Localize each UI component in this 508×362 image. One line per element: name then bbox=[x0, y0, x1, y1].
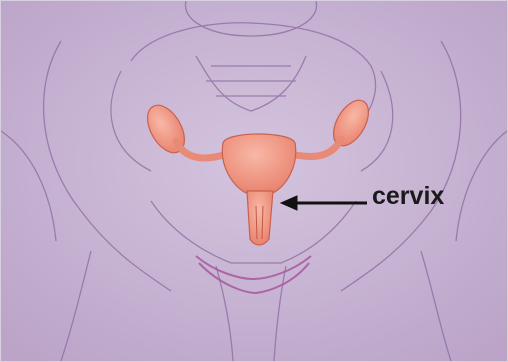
cervix bbox=[247, 191, 273, 245]
cervix-label: cervix bbox=[372, 184, 444, 209]
